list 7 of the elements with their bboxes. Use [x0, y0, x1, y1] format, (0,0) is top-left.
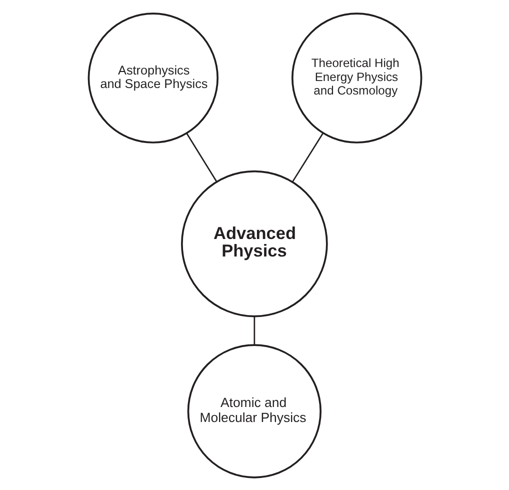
connector — [291, 132, 324, 182]
node-circle: Theoretical High Energy Physics and Cosmology — [290, 12, 422, 143]
connector — [253, 316, 255, 344]
node-circle: Advanced Physics — [180, 170, 328, 317]
connector — [186, 132, 217, 182]
node-circle: Astrophysics and Space Physics — [87, 12, 218, 143]
node-circle: Atomic and Molecular Physics — [186, 344, 322, 478]
